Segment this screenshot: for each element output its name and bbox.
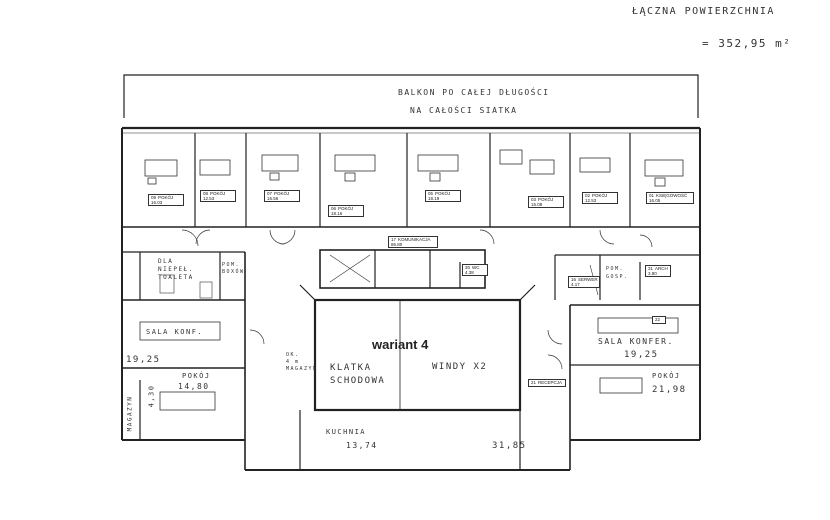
balcony-note-line2: NA CAŁOŚCI SIATKA xyxy=(410,106,518,115)
label-conference-right: SALA KONFER. xyxy=(598,337,674,346)
label-kitchen-area: 13,74 xyxy=(346,441,378,450)
label-lifts: WINDY X2 xyxy=(432,362,488,372)
room-tag-office-07: 07 POKÓJ 15.56 xyxy=(264,190,300,202)
room-tag-office-09: 09 POKÓJ 16.03 xyxy=(148,194,184,206)
room-tag-office-06: 06 POKÓJ 18.16 xyxy=(328,205,364,217)
variant-label: wariant 4 xyxy=(372,337,429,352)
total-area-value: = 352,95 m² xyxy=(702,37,792,50)
room-tag-communication: 17 KOMUNIKACJA 86.80 xyxy=(388,236,438,248)
room-tag-office-02: 02 POKÓJ 12.53 xyxy=(582,192,618,204)
total-area-title: ŁĄCZNA POWIERZCHNIA xyxy=(632,6,775,17)
label-storage-area: 4,30 xyxy=(147,384,156,408)
room-tag-archive: 31 ARCH 3.80 xyxy=(645,265,671,277)
label-conference-left: SALA KONF. xyxy=(146,328,204,336)
label-accessible-wc: DLA NIEPEŁ. TOALETA xyxy=(158,258,194,281)
label-storage: MAGAZYN xyxy=(126,395,134,432)
room-tag-wc: 30 WC 4.38 xyxy=(462,264,488,276)
label-conference-left-area: 19,25 xyxy=(126,355,161,365)
room-tag-server: 16 SERWER 4.17 xyxy=(568,276,600,288)
label-office-left-area: 14,80 xyxy=(178,382,210,391)
room-tag-22: 22 xyxy=(652,316,666,324)
room-tag-office-08: 08 POKÓJ 12.53 xyxy=(200,190,236,202)
label-room-boxes: POM. BOXÓW xyxy=(222,262,245,275)
room-tag-office-03: 03 POKÓJ 15.08 xyxy=(528,196,564,208)
label-office-left: POKÓJ xyxy=(182,372,211,380)
label-kitchen: KUCHNIA xyxy=(326,428,367,436)
label-office-right: POKÓJ xyxy=(652,372,681,380)
label-conference-right-area: 19,25 xyxy=(624,350,659,360)
room-tag-reception: 21 RECEPCJA xyxy=(528,379,566,387)
label-utility-room: POM. GOSP. xyxy=(606,266,629,280)
label-staircase: KLATKA SCHODOWA xyxy=(330,363,386,386)
label-office-right-area: 21,98 xyxy=(652,385,687,395)
room-tag-office-01: 01 KSIĘGOWOŚĆ 16.05 xyxy=(646,192,694,204)
room-tag-office-05: 05 POKÓJ 18.19 xyxy=(425,190,461,202)
label-storage-small: OK. 4 m MAGAZYN xyxy=(286,352,318,372)
balcony-note-line1: BALKON PO CAŁEJ DŁUGOŚCI xyxy=(398,88,550,97)
label-corridor-area: 31,85 xyxy=(492,441,527,451)
